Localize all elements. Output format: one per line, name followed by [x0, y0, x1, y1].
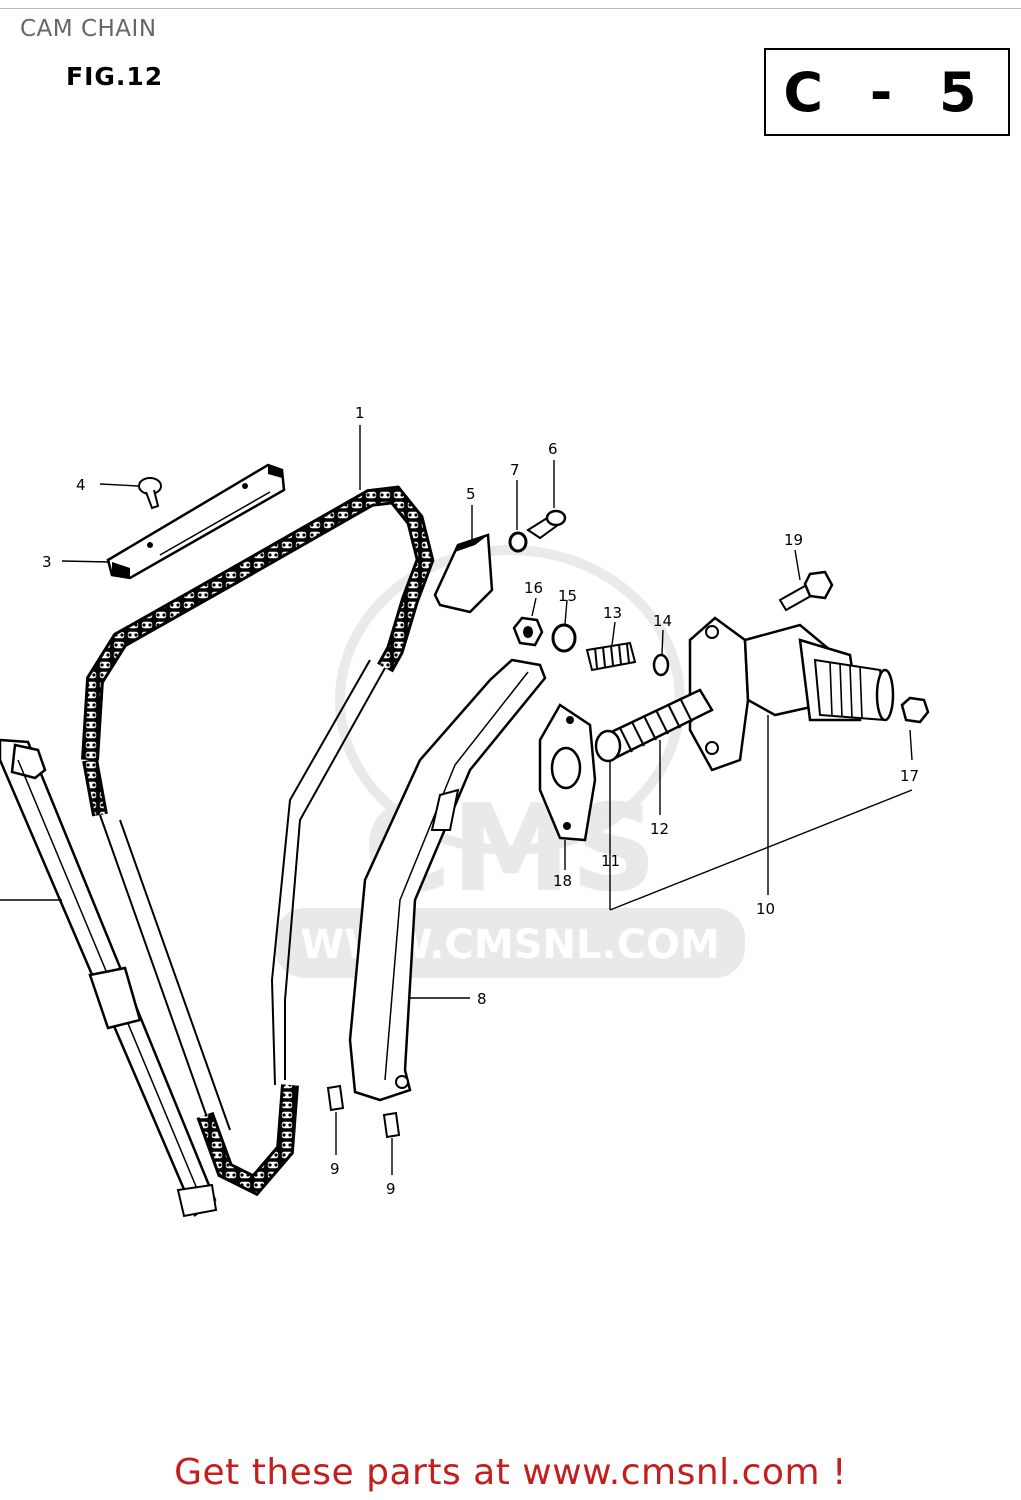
top-divider — [0, 8, 1021, 9]
callout-10: 10 — [756, 900, 775, 918]
callout-5: 5 — [466, 485, 476, 503]
part-10-tensioner-body — [688, 616, 895, 772]
callout-12: 12 — [650, 820, 669, 838]
part-1-cam-chain — [81, 485, 435, 1197]
part-16-nut — [512, 616, 544, 647]
callout-3: 3 — [42, 553, 52, 571]
part-7-washer — [508, 531, 528, 553]
part-19-bolt — [778, 570, 834, 612]
callout-9a: 9 — [330, 1160, 340, 1178]
callout-18: 18 — [553, 872, 572, 890]
callout-19: 19 — [784, 531, 803, 549]
callout-7: 7 — [510, 461, 520, 479]
part-8-tensioner-guide — [348, 658, 547, 1102]
part-3-top-guide — [106, 463, 286, 580]
part-5-damper — [433, 533, 494, 614]
part-15-washer — [551, 623, 577, 653]
part-18-gasket — [538, 703, 597, 842]
callout-numbers: 1 3 4 5 6 7 8 9 9 10 11 12 13 14 15 16 1… — [42, 404, 919, 1198]
callout-6: 6 — [548, 440, 558, 458]
callout-13: 13 — [603, 604, 622, 622]
section-code-box: C - 5 — [764, 48, 1010, 136]
callout-8: 8 — [477, 990, 487, 1008]
callout-17: 17 — [900, 767, 919, 785]
part-6-bolt — [526, 509, 567, 540]
part-2-left-guide — [0, 738, 218, 1218]
figure-label: FIG.12 — [66, 62, 164, 91]
part-13-spring — [585, 641, 637, 672]
callout-4: 4 — [76, 476, 86, 494]
part-9-dowel-pin-a — [326, 1084, 345, 1112]
callout-11: 11 — [601, 852, 620, 870]
callout-9b: 9 — [386, 1180, 396, 1198]
part-14-o-ring — [652, 653, 670, 677]
footer-parts-link[interactable]: Get these parts at www.cmsnl.com ! — [174, 1452, 847, 1493]
callout-15: 15 — [558, 587, 577, 605]
part-12-push-rod — [594, 688, 714, 763]
callout-1: 1 — [355, 404, 365, 422]
callout-14: 14 — [653, 612, 672, 630]
section-code: C - 5 — [783, 60, 991, 124]
part-17-nut — [900, 696, 930, 724]
callout-16: 16 — [524, 579, 543, 597]
part-4-screw — [138, 477, 162, 510]
page-title: CAM CHAIN — [20, 16, 157, 42]
part-9-dowel-pin-b — [382, 1111, 401, 1139]
watermark: CMS WWW.CMSNL.COM — [275, 545, 745, 978]
leader-lines — [61, 425, 913, 1175]
